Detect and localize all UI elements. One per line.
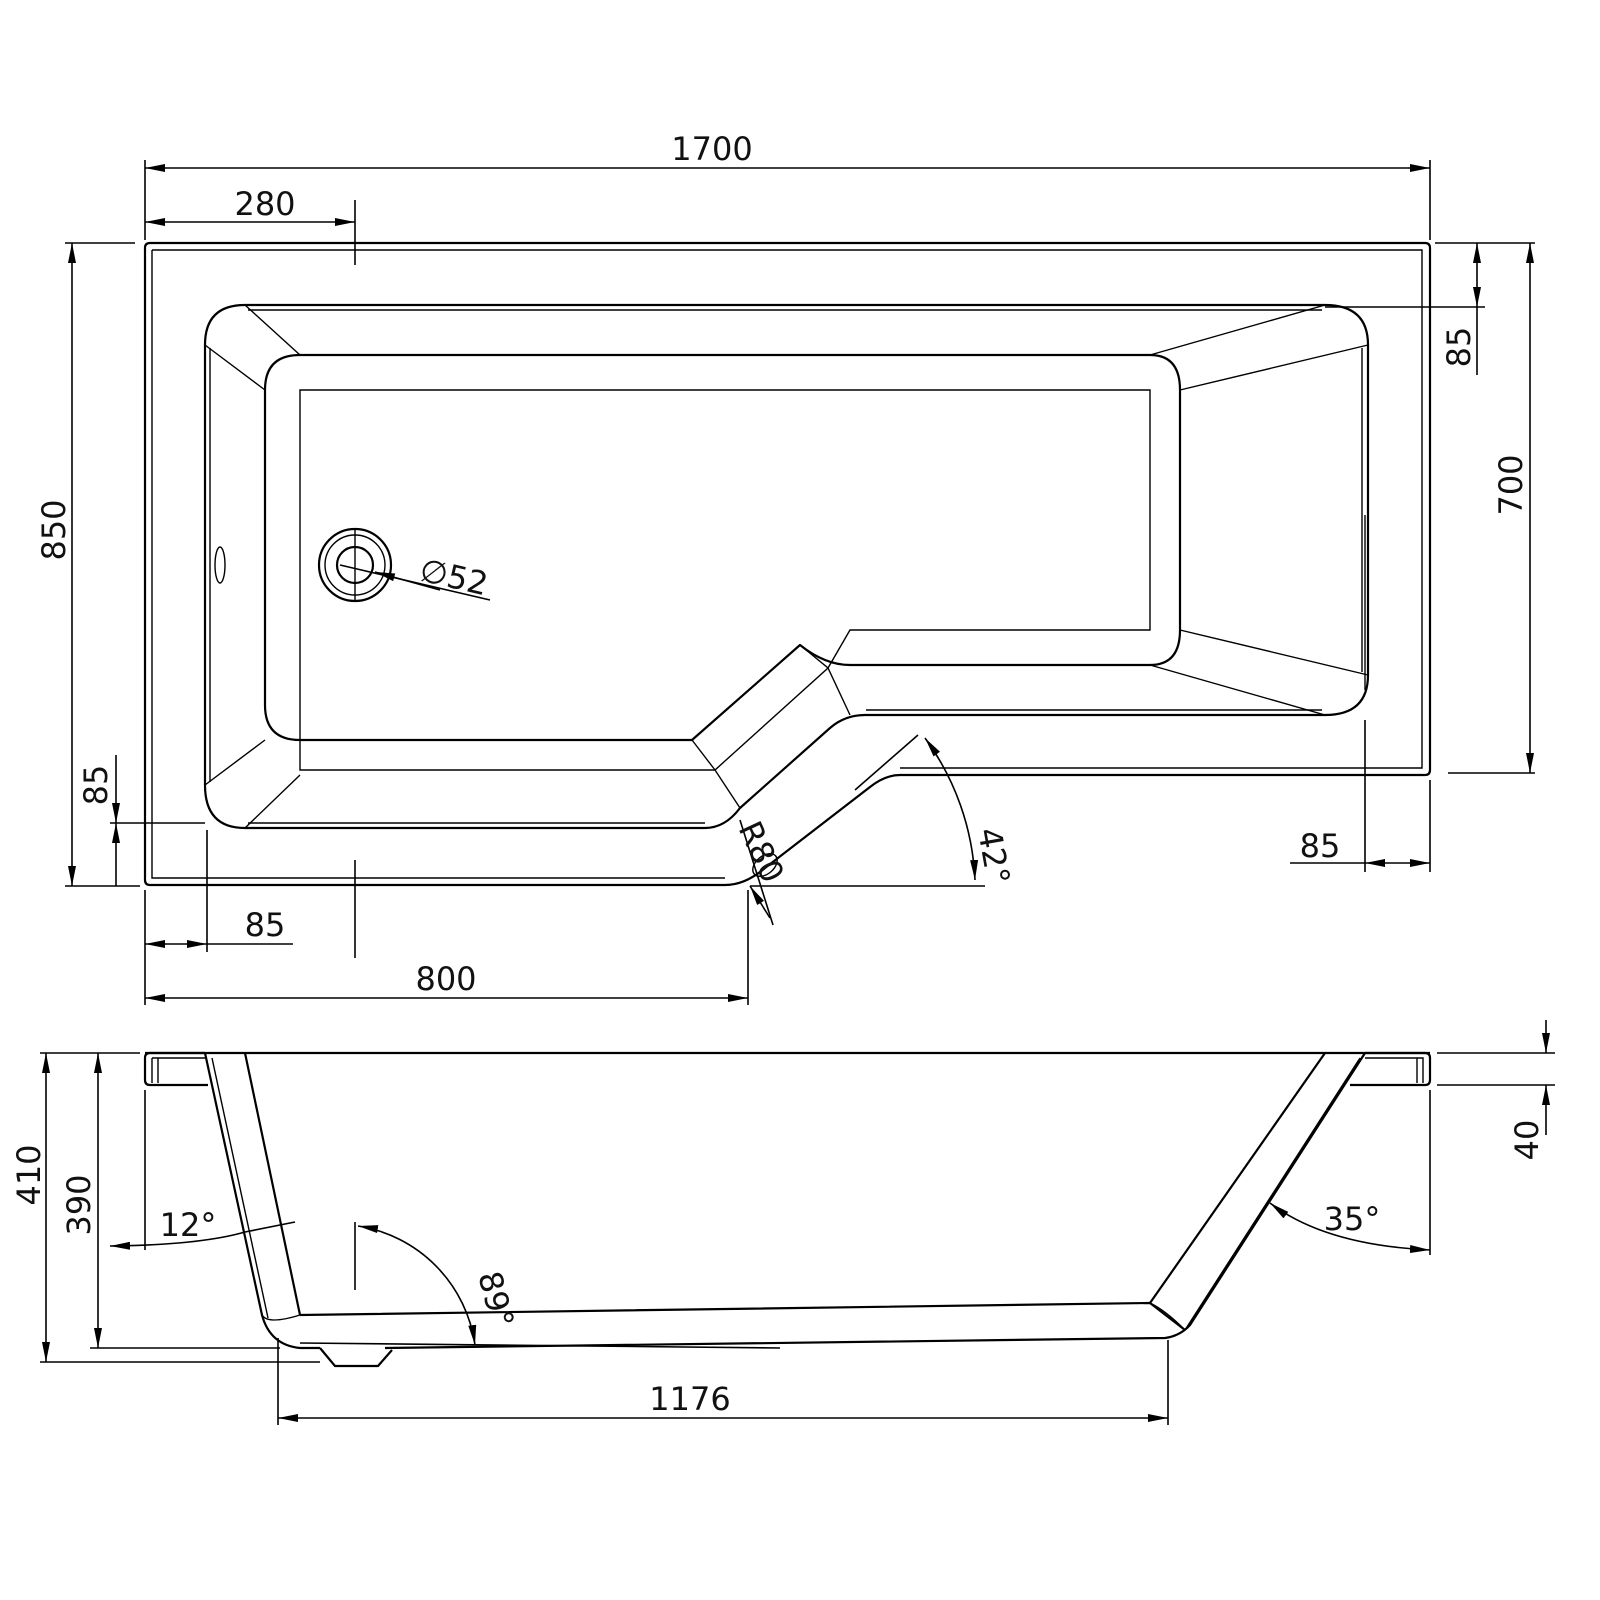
dim-waste-offset: 280	[234, 185, 295, 223]
dim-narrow-width: 700	[1492, 454, 1530, 515]
basin-outline	[203, 303, 1370, 830]
overflow-hole	[214, 546, 226, 584]
floor-outer	[384, 1052, 1366, 1350]
dim-floor-length: 1176	[649, 1380, 730, 1418]
dim-floor-angle: 89°	[470, 1267, 521, 1332]
right-wall-inner	[1149, 1052, 1326, 1304]
side-view-dimensions: 410 390 12° 89° 35° 40 1176	[10, 1020, 1555, 1425]
dim-rim-left-bottom: 85	[77, 765, 115, 806]
dim-inner-depth: 390	[60, 1174, 98, 1235]
top-view	[143, 200, 1432, 958]
dim-slope-angle: 42°	[970, 825, 1017, 887]
basin-outline-inner	[209, 309, 1363, 824]
basin-floor-outer	[263, 353, 1182, 742]
dim-rim-left: 85	[245, 906, 286, 944]
dim-right-wall-angle: 35°	[1324, 1200, 1381, 1238]
dim-overall-length: 1700	[671, 130, 752, 168]
dim-rim-top: 85	[1440, 327, 1478, 368]
chamfer-lines	[204, 304, 1369, 829]
top-view-dimensions: 1700 280 850 85 85 700 ∅52 42° R80 85	[35, 130, 1535, 1005]
side-view	[143, 1051, 1432, 1368]
dim-arc-42	[924, 737, 979, 881]
top-view-outer-rim	[143, 241, 1432, 887]
dim-overall-width: 850	[35, 499, 73, 560]
floor-inner	[299, 1301, 1186, 1331]
dim-left-wall-angle: 12°	[160, 1206, 217, 1244]
dim-total-height: 410	[10, 1144, 48, 1205]
dim-rim-thickness: 40	[1508, 1120, 1546, 1161]
dim-wide-length: 800	[415, 960, 476, 998]
basin-floor-inner	[299, 389, 1151, 771]
dim-corner-radius: R80	[731, 815, 792, 888]
waste-outlet-outer	[317, 527, 393, 603]
left-wall-inner	[243, 1052, 302, 1316]
waste-fitting	[319, 1347, 393, 1368]
dim-waste-diameter: ∅52	[416, 551, 491, 603]
left-wall-outer	[203, 1052, 320, 1350]
dim-rim-right: 85	[1300, 827, 1341, 865]
top-view-rim-inner-line	[151, 249, 1423, 879]
